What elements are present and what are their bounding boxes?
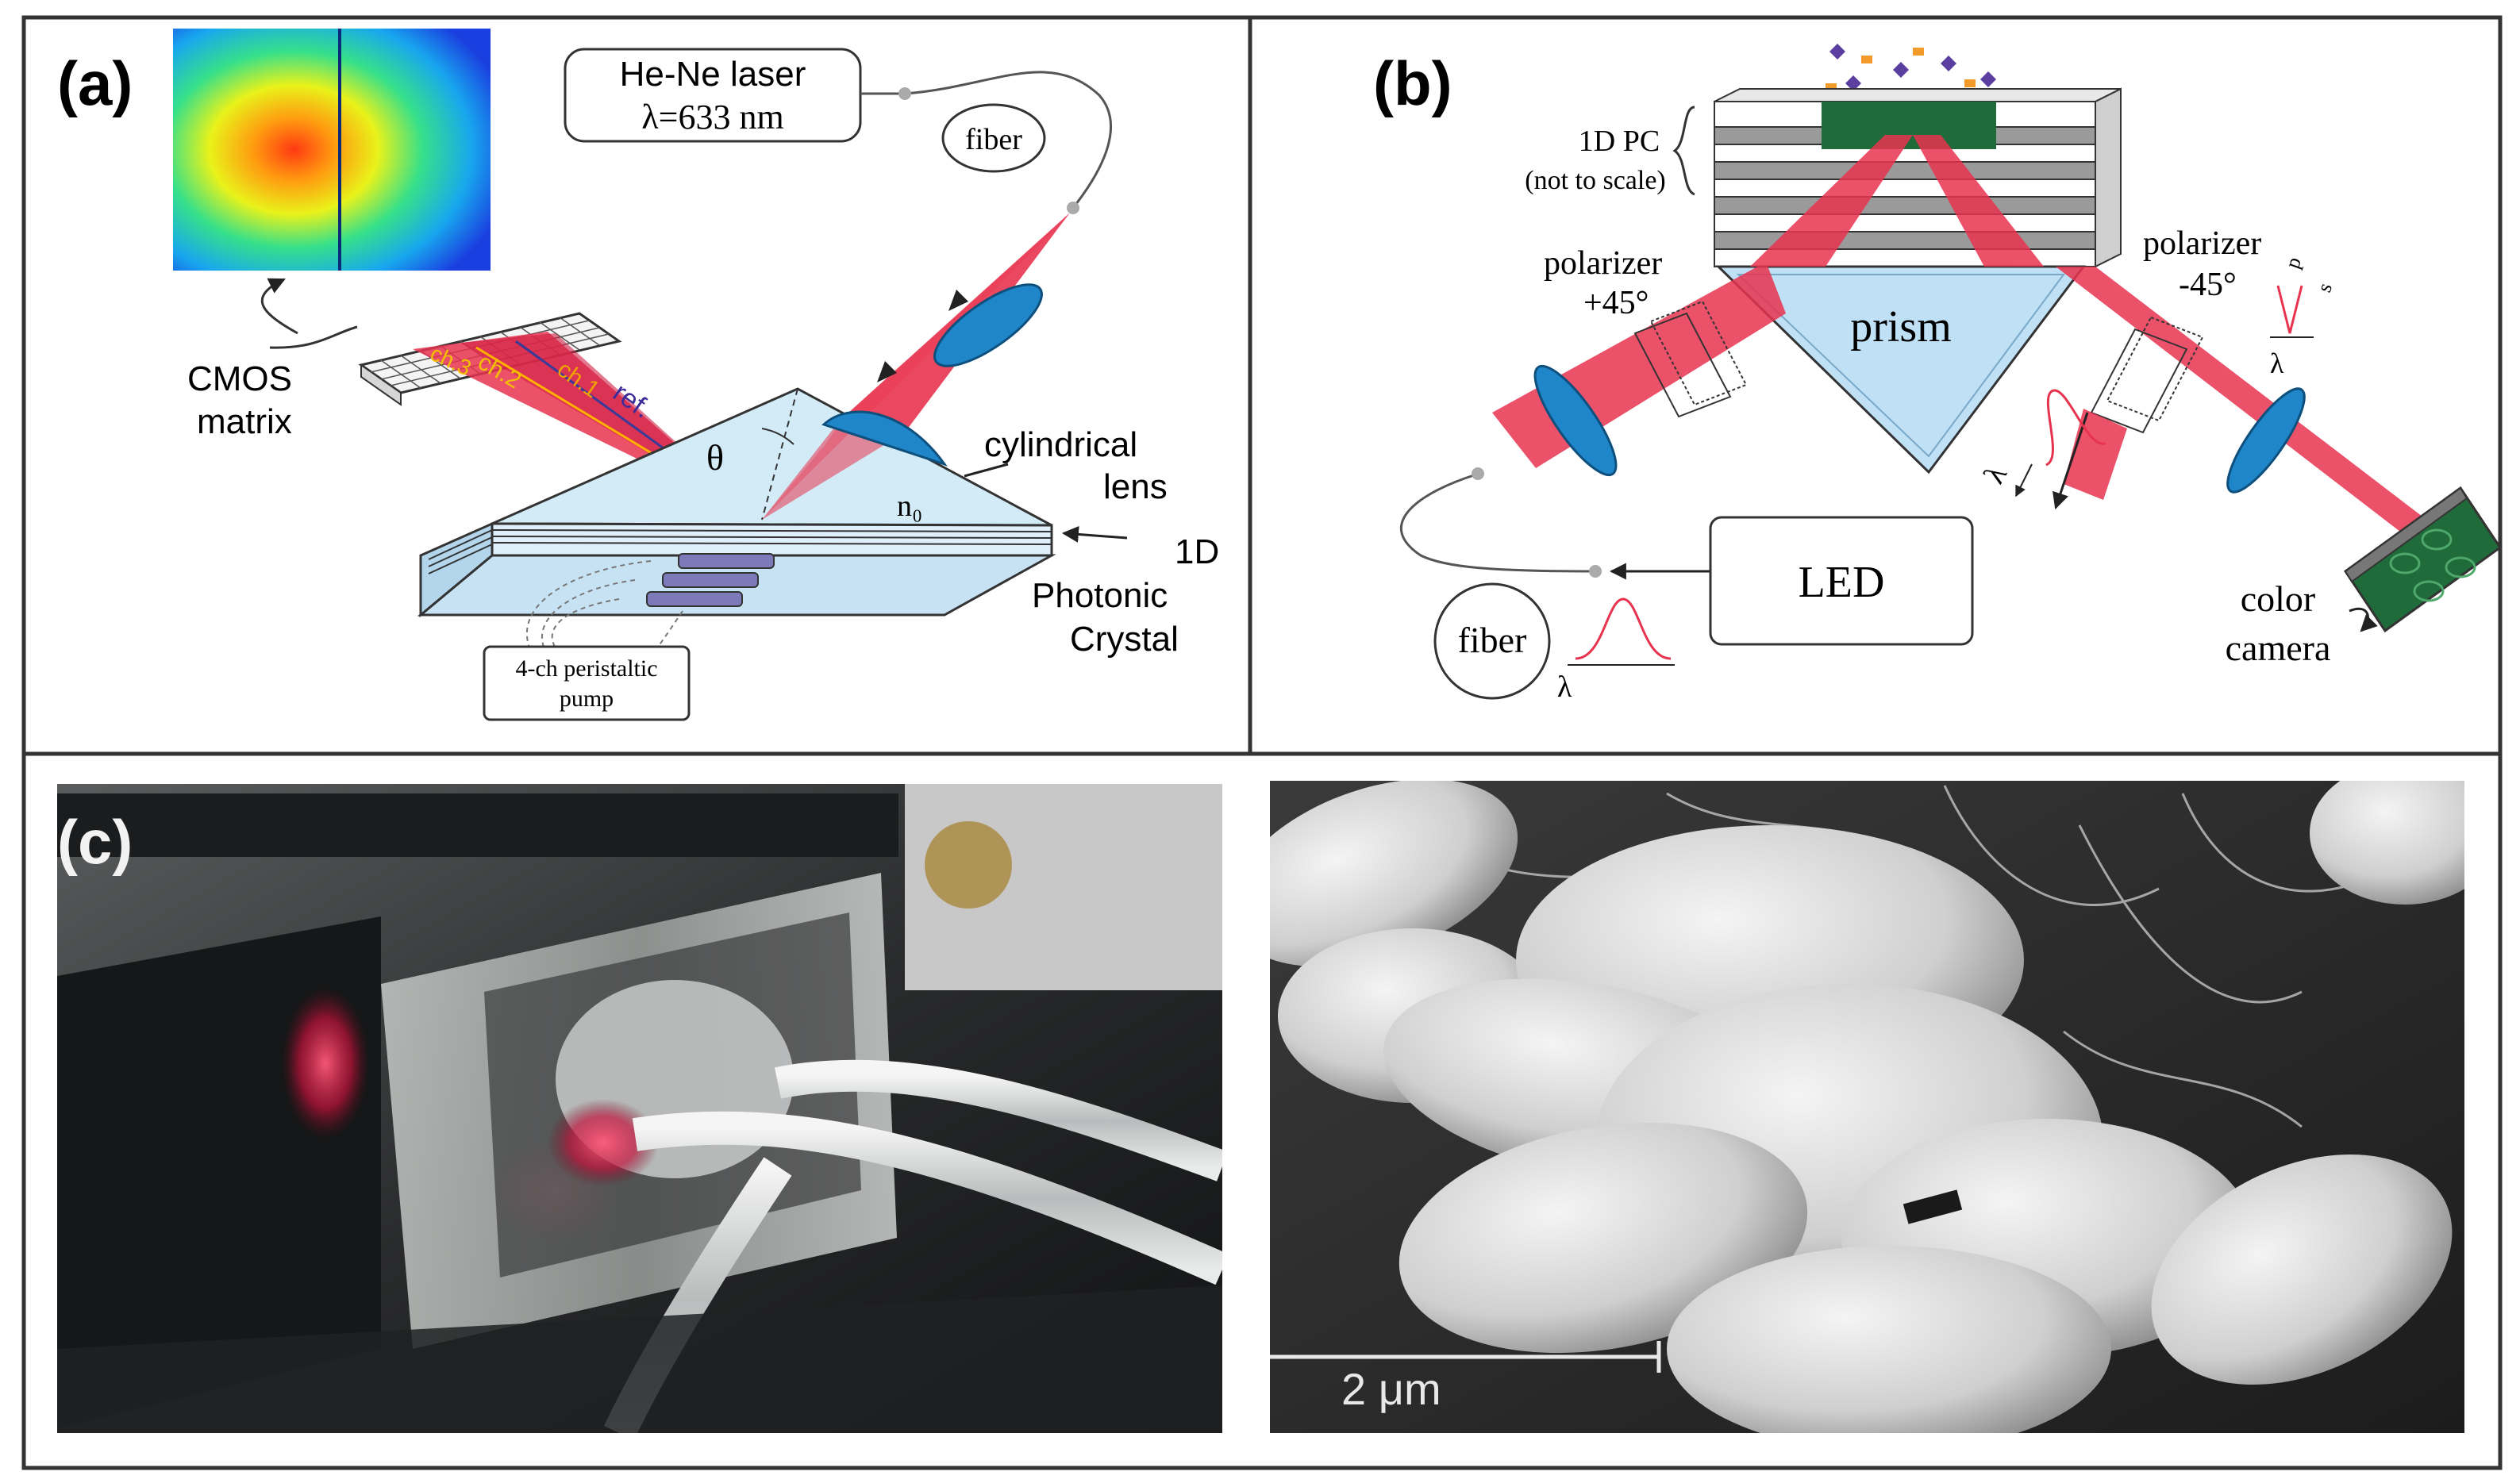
- sem-image: [1270, 781, 2464, 1433]
- lambda-label-led: λ: [1557, 670, 1572, 704]
- scale-bar-label: 2 μm: [1341, 1364, 1441, 1414]
- polarizer-left-label-line2: +45°: [1583, 285, 1649, 321]
- peristaltic-pump-box: 4-ch peristaltic pump: [483, 645, 691, 721]
- photonic-crystal-b: [1714, 87, 2122, 268]
- lens-right-icon: [2226, 387, 2306, 494]
- polarizer-left-label-line1: polarizer: [1544, 245, 1662, 282]
- laser-label-line1: He-Ne laser: [620, 55, 806, 94]
- lens-left-icon: [1533, 364, 1618, 477]
- prism-label: prism: [1850, 302, 1952, 352]
- polarizer-right: [2090, 316, 2204, 434]
- cylindrical-lens-label-line1: cylindrical: [984, 425, 1137, 464]
- fiber-label-a: fiber: [965, 123, 1022, 156]
- laser-label-line2: λ=633 nm: [641, 98, 783, 136]
- prism-b: [1715, 265, 2087, 474]
- optical-fiber-b: [1400, 473, 1596, 573]
- panel-c-letter: (c): [57, 807, 133, 877]
- cmos-label-line1: CMOS: [187, 359, 292, 398]
- p-pol-label: p: [2280, 254, 2306, 271]
- n0-label: n₀: [897, 490, 922, 523]
- panel-b-letter: (b): [1373, 48, 1452, 118]
- pc-b-label-line2: (not to scale): [1525, 166, 1666, 195]
- camera-label-line2: camera: [2226, 628, 2331, 668]
- theta-label: θ: [706, 437, 724, 478]
- analyte-molecules: [1826, 44, 1996, 91]
- panel-a: (a) CMOS matrix: [57, 29, 1219, 721]
- photonic-crystal-label-line2: Photonic: [1032, 576, 1168, 615]
- cmos-label-line2: matrix: [197, 402, 292, 441]
- panel-a-letter: (a): [57, 48, 133, 118]
- focusing-lens-icon: [933, 283, 1043, 367]
- cylindrical-lens-label-line2: lens: [1103, 467, 1168, 506]
- laser-box: He-Ne laser λ=633 nm: [564, 48, 862, 143]
- photonic-crystal-a: [417, 521, 1056, 618]
- s-pol-label: s: [2312, 280, 2337, 295]
- figure-frame: [21, 15, 2503, 1470]
- polarizer-right-label-line1: polarizer: [2143, 225, 2261, 262]
- fiber-label-b: fiber: [1458, 620, 1527, 660]
- lambda-label-detector: λ: [2270, 348, 2284, 379]
- polarizer-left: [1633, 300, 1748, 418]
- panel-c: (c) 2 μ: [57, 781, 2464, 1433]
- optical-fiber-a: [860, 71, 1113, 209]
- setup-photo: [57, 784, 1222, 1433]
- led-box: LED: [1709, 516, 1974, 646]
- tube-1: [632, 1111, 1222, 1285]
- pc-b-label-line1: 1D PC: [1579, 125, 1660, 158]
- cmos-intensity-image: [173, 29, 491, 271]
- photonic-crystal-label-line1: 1D: [1175, 532, 1219, 571]
- panel-b: (b) 1D PC: [1373, 44, 2503, 704]
- led-label: LED: [1799, 558, 1885, 607]
- pump-label-line2: pump: [560, 686, 614, 712]
- lambda-label-prism: λ: [1977, 459, 2014, 489]
- pump-label-line1: 4-ch peristaltic: [515, 655, 657, 682]
- tube-2: [774, 1059, 1222, 1181]
- polarizer-right-label-line2: -45°: [2179, 267, 2237, 303]
- camera-label-line1: color: [2241, 578, 2316, 619]
- color-camera: [2343, 486, 2503, 633]
- scale-bar: 2 μm: [1270, 1341, 1661, 1414]
- photonic-crystal-label-line3: Crystal: [1070, 620, 1179, 659]
- cylindrical-lens-icon: [821, 410, 948, 467]
